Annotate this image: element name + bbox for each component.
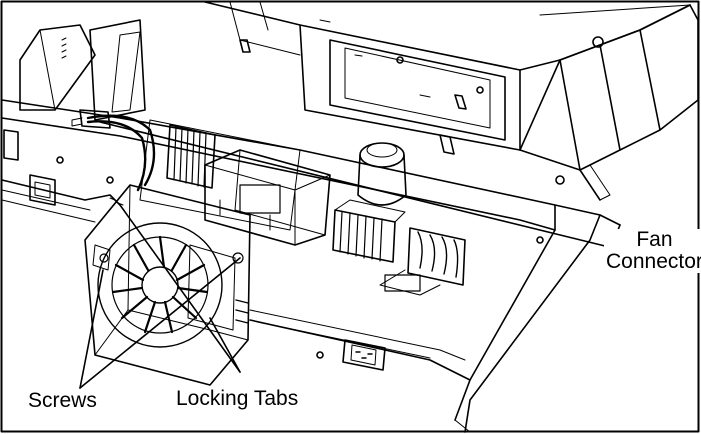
- fan-connector-label: Fan Connector: [604, 229, 701, 273]
- power-inlet: [342, 339, 386, 371]
- transformer: [204, 149, 331, 246]
- locking-tabs-label: Locking Tabs: [174, 387, 301, 410]
- left-bracket: [19, 19, 146, 121]
- fan-connector-label-line2: Connector: [606, 250, 701, 273]
- screws-label: Screws: [26, 389, 99, 412]
- fan-cable: [86, 114, 156, 192]
- fan-connector-label-line1: Fan: [636, 228, 673, 251]
- fan-assembly: [84, 184, 251, 386]
- chassis-tray: [1, 99, 621, 433]
- heatsink-upper: [166, 124, 216, 189]
- heatsink-lower: [332, 199, 406, 263]
- capacitor: [357, 142, 407, 206]
- inductor-coil: [379, 227, 466, 296]
- leader-lines: [79, 121, 606, 389]
- drive-bay-assembly: [204, 1, 699, 201]
